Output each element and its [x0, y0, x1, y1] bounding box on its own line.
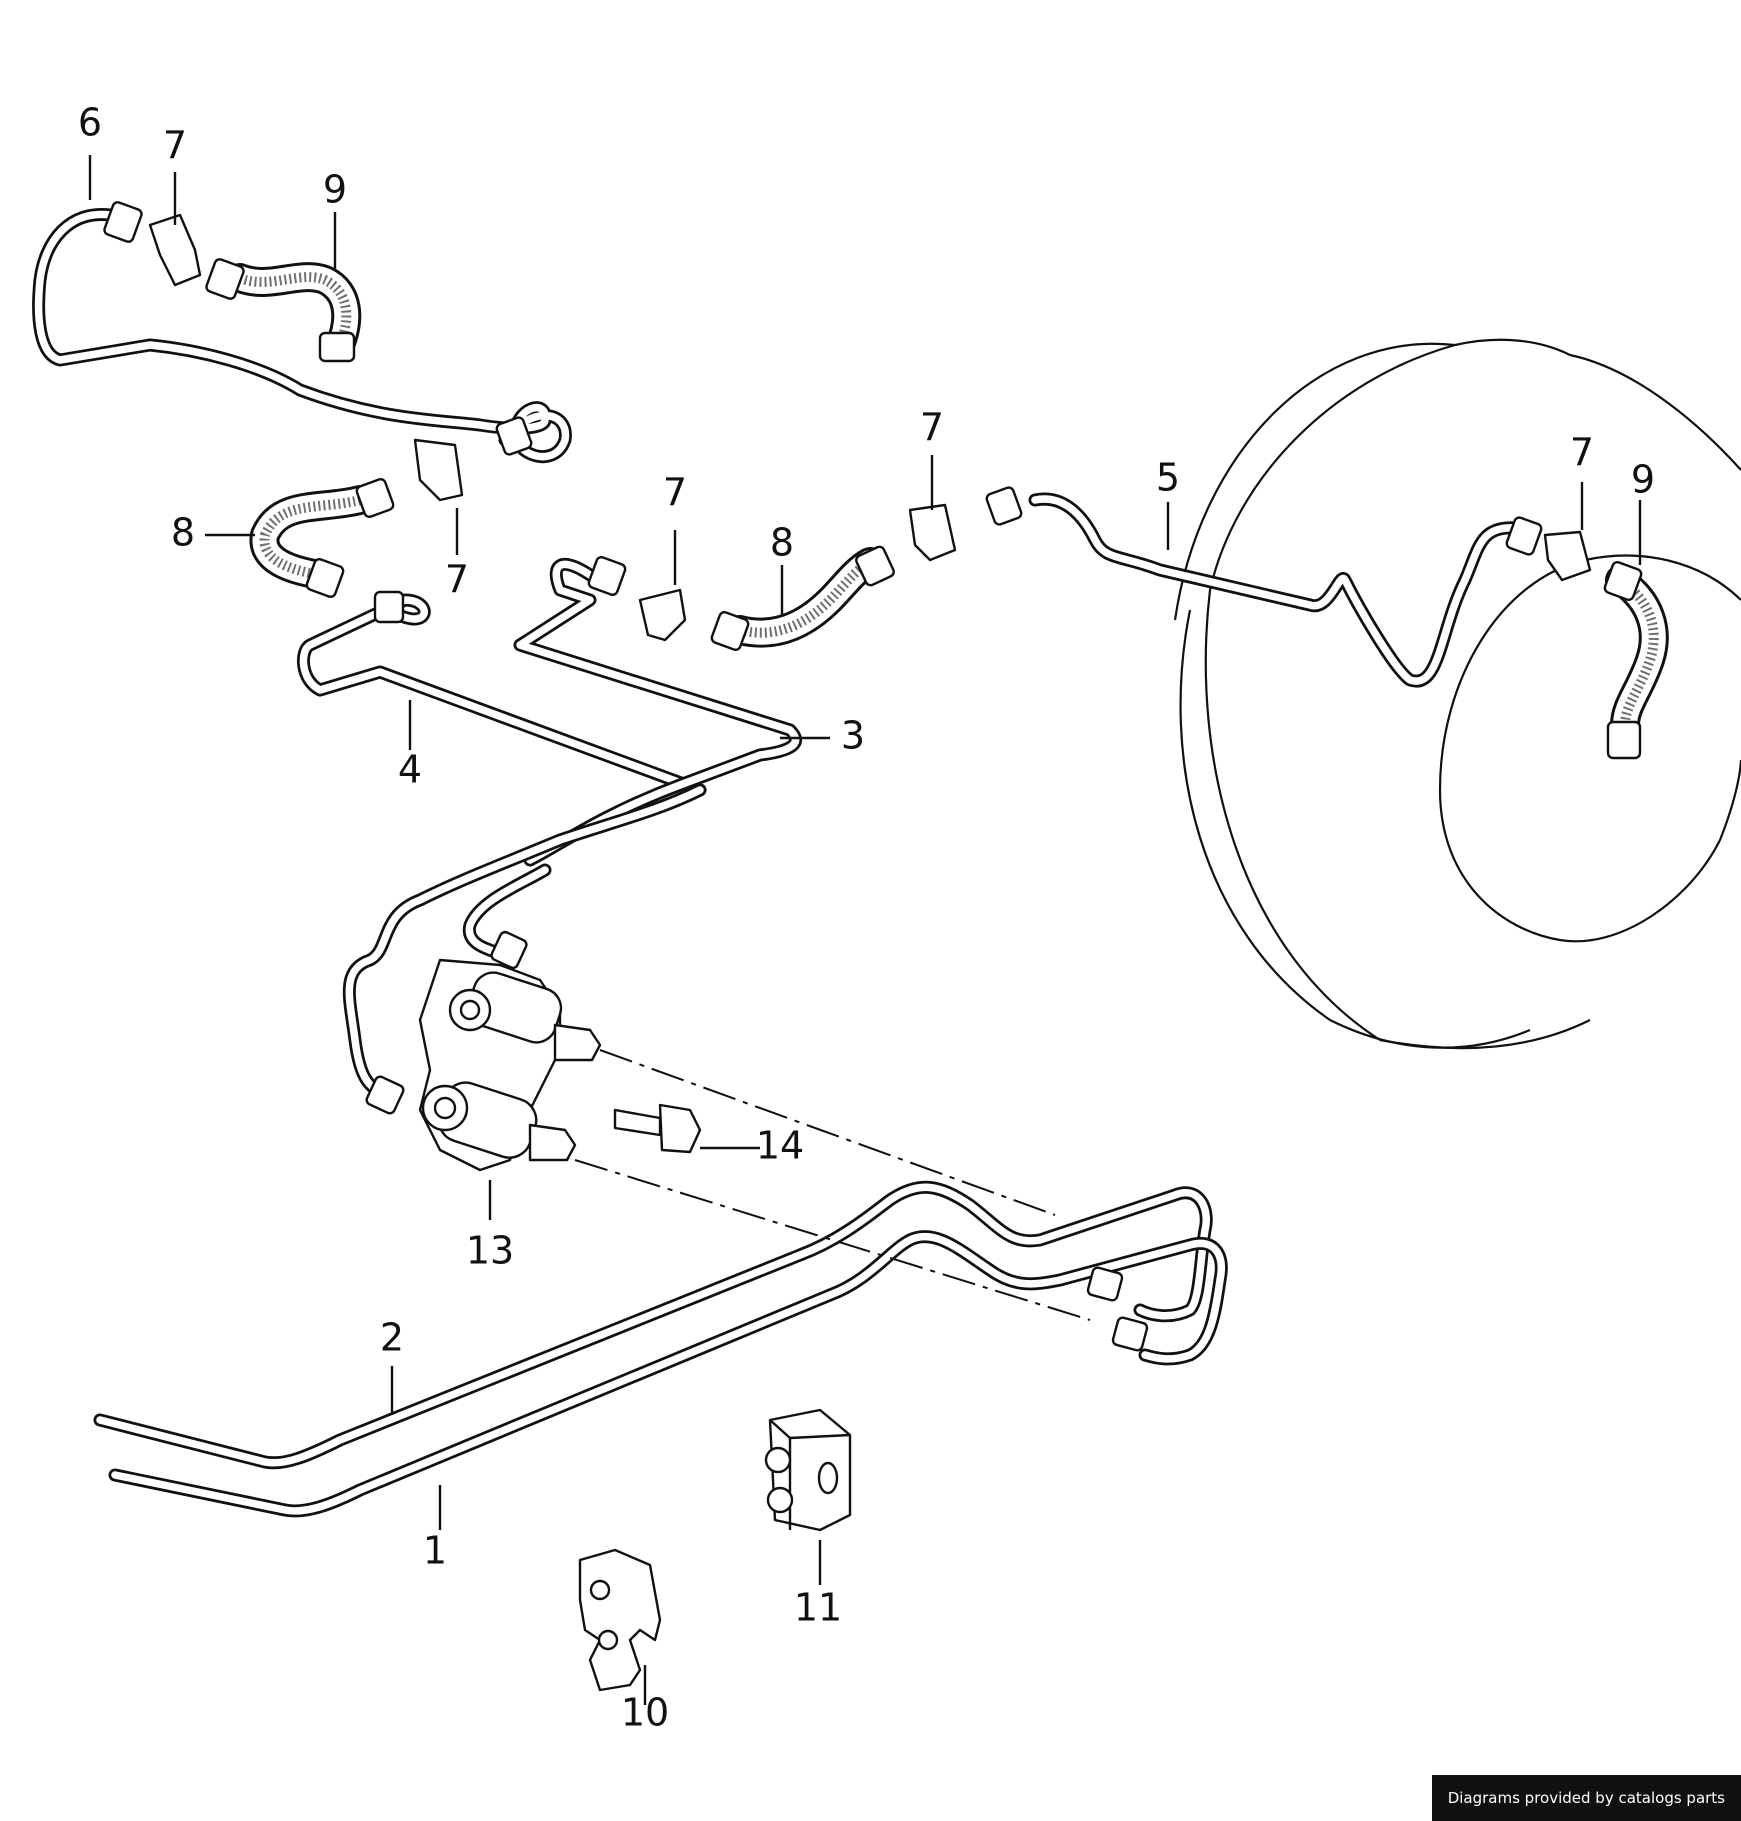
- clip-item-11: [764, 1408, 852, 1532]
- credit-banner: Diagrams provided by catalogs parts: [1431, 1775, 1741, 1821]
- assembly-lines: [574, 1049, 1091, 1321]
- callout-7: 7: [445, 558, 469, 602]
- callout-8: 8: [171, 511, 195, 555]
- callout-9: 9: [323, 168, 347, 212]
- callout-8: 8: [770, 521, 794, 565]
- callout-7: 7: [663, 471, 687, 515]
- callout-13: 13: [466, 1229, 514, 1273]
- callout-9: 9: [1631, 458, 1655, 502]
- pipe-fittings: [103, 201, 1643, 1352]
- callout-5: 5: [1156, 456, 1180, 500]
- callout-7: 7: [920, 406, 944, 450]
- callout-6: 6: [78, 101, 102, 145]
- callout-7: 7: [1570, 431, 1594, 475]
- callout-7: 7: [163, 124, 187, 168]
- brake-hoses: [225, 262, 1669, 740]
- callout-3: 3: [841, 714, 865, 758]
- distributor-block: [418, 958, 602, 1172]
- callout-2: 2: [380, 1316, 404, 1360]
- callout-4: 4: [398, 748, 422, 792]
- callout-1: 1: [423, 1529, 447, 1573]
- leader-lines: [88, 155, 1642, 1705]
- clip-item-10: [578, 1548, 662, 1692]
- callout-labels: 6 7 9 8 7 4 7 8 7 3 5 7 9 14 13 2 1 11 1…: [78, 101, 1655, 1735]
- brake-pipes: [32, 207, 1527, 1518]
- bolt: [613, 1103, 702, 1154]
- callout-14: 14: [756, 1124, 804, 1168]
- wheel-tire: [1173, 338, 1741, 1050]
- callout-10: 10: [621, 1691, 669, 1735]
- pipe-clips: [148, 213, 1592, 642]
- callout-11: 11: [794, 1586, 842, 1630]
